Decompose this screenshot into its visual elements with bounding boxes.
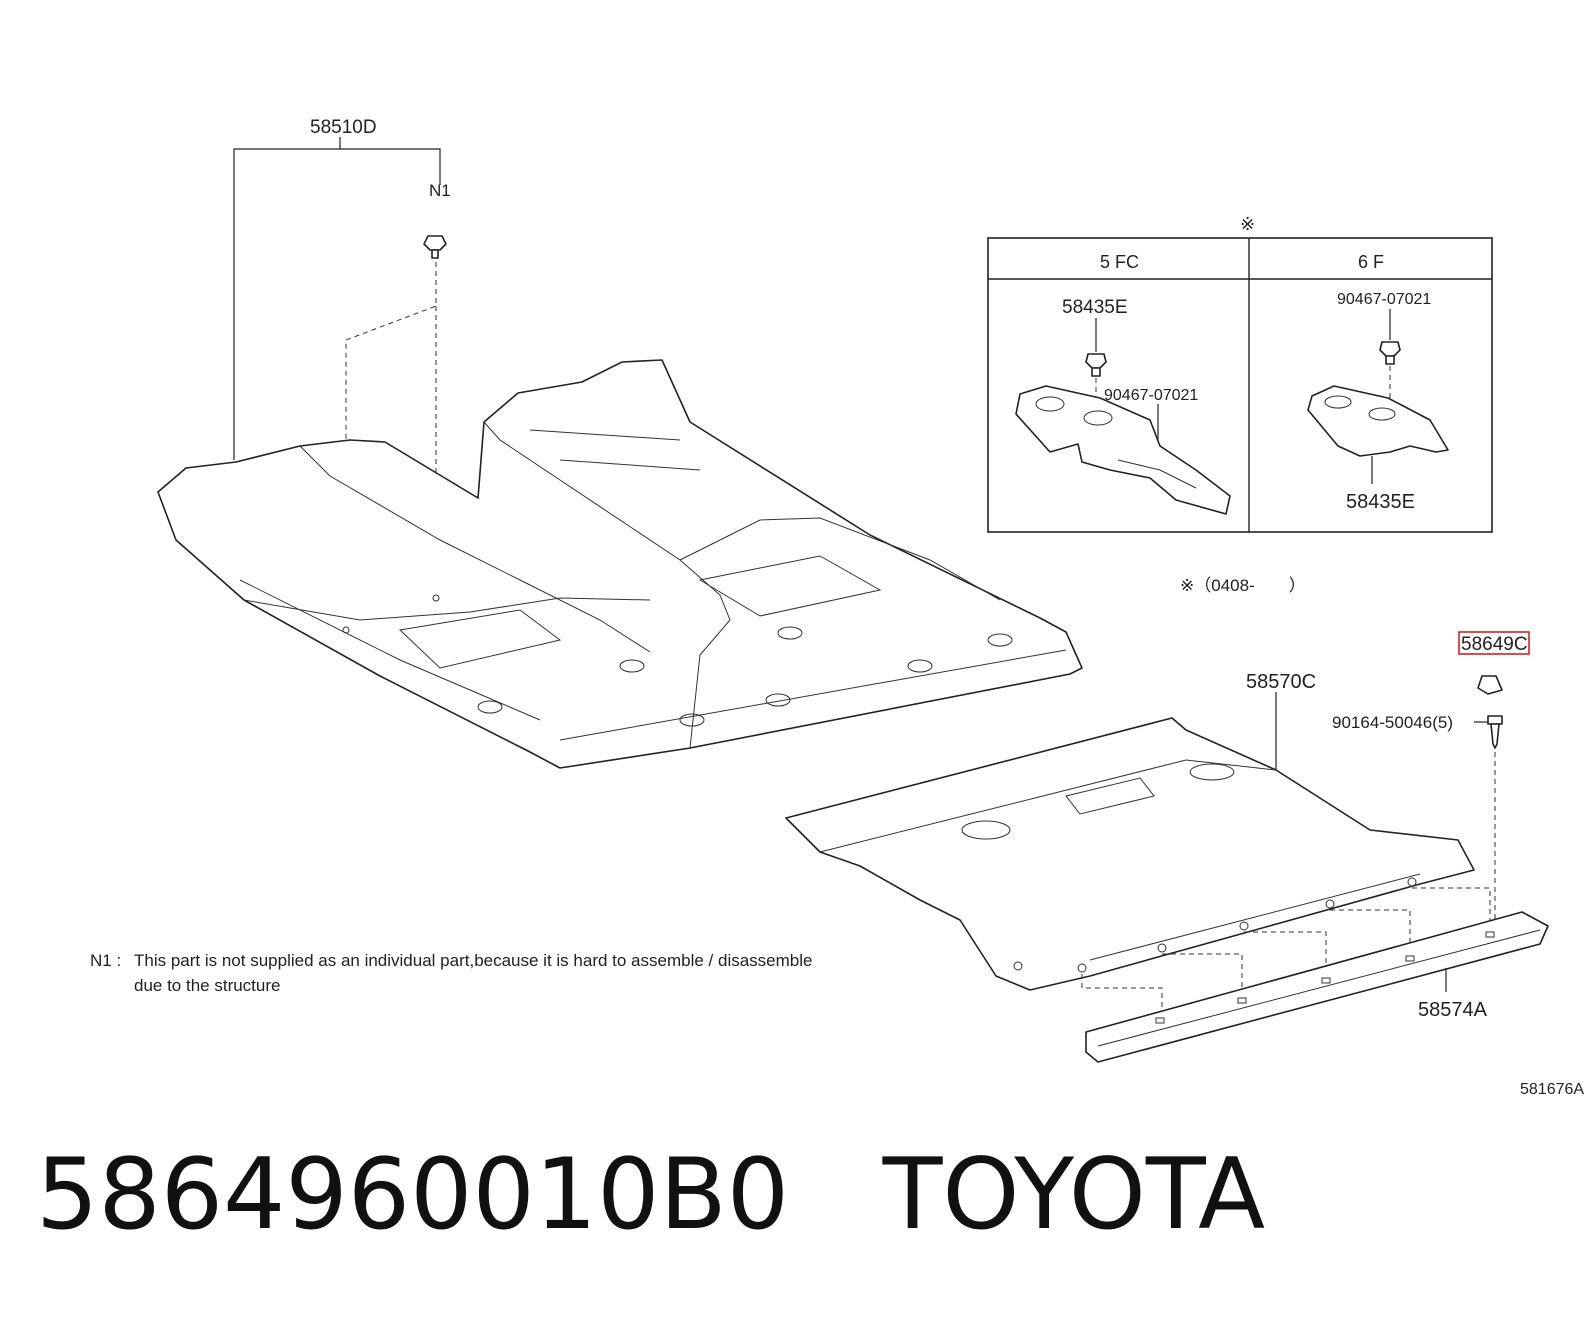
console-mat-6f-shape	[1307, 385, 1449, 457]
label-floor-carpet[interactable]: 58510D	[310, 117, 377, 138]
figure-id: 581676A	[1520, 1081, 1584, 1098]
floor-carpet-leader	[233, 137, 441, 460]
inset-header-5fc: 5 FC	[1100, 252, 1139, 272]
caption-brand: TOYOTA	[882, 1138, 1266, 1252]
inset-header-6f: 6 F	[1358, 252, 1384, 272]
highlight-box	[1458, 631, 1530, 655]
label-n1-marker: N1	[429, 181, 451, 200]
inset-symbol: ※	[1240, 214, 1255, 234]
note-key: N1 :	[90, 951, 122, 970]
label-inset-5fc-top[interactable]: 58435E	[1062, 297, 1128, 318]
parts-diagram: 58510D N1 ※ 5 FC 6 F 58435E	[157, 117, 1584, 1098]
n1-note: N1 : This part is not supplied as an indi…	[90, 948, 812, 998]
console-mat-5fc-shape	[1015, 385, 1231, 515]
label-screw[interactable]: 90164-50046(5)	[1332, 713, 1453, 732]
label-rear-plate[interactable]: 58574A	[1418, 999, 1488, 1021]
label-inset-6f-clip[interactable]: 90467-07021	[1337, 291, 1431, 308]
label-rear-mat[interactable]: 58570C	[1246, 671, 1316, 693]
screw-icon	[1487, 715, 1503, 749]
label-highlighted-part[interactable]: 58649C	[1461, 634, 1528, 655]
clip-icon	[423, 235, 447, 259]
note-line-2: due to the structure	[134, 976, 281, 995]
clip-icon	[1379, 341, 1401, 365]
inset-box	[987, 237, 1493, 533]
caption-part-number: 5864960010B0	[36, 1138, 790, 1252]
note-line-1: This part is not supplied as an individu…	[134, 951, 813, 970]
cap-icon	[1477, 675, 1503, 695]
inset-footnote: ※（0408- ）	[1180, 576, 1306, 595]
floor-carpet-shape	[157, 359, 1083, 769]
caption: 5864960010B0 TOYOTA	[36, 1140, 1265, 1250]
label-inset-5fc-clip[interactable]: 90467-07021	[1104, 387, 1198, 404]
label-inset-6f-bottom[interactable]: 58435E	[1346, 491, 1415, 513]
rear-plate-shape	[1085, 911, 1549, 1063]
clip-icon	[1085, 353, 1107, 377]
rear-mat-shape	[785, 717, 1475, 991]
